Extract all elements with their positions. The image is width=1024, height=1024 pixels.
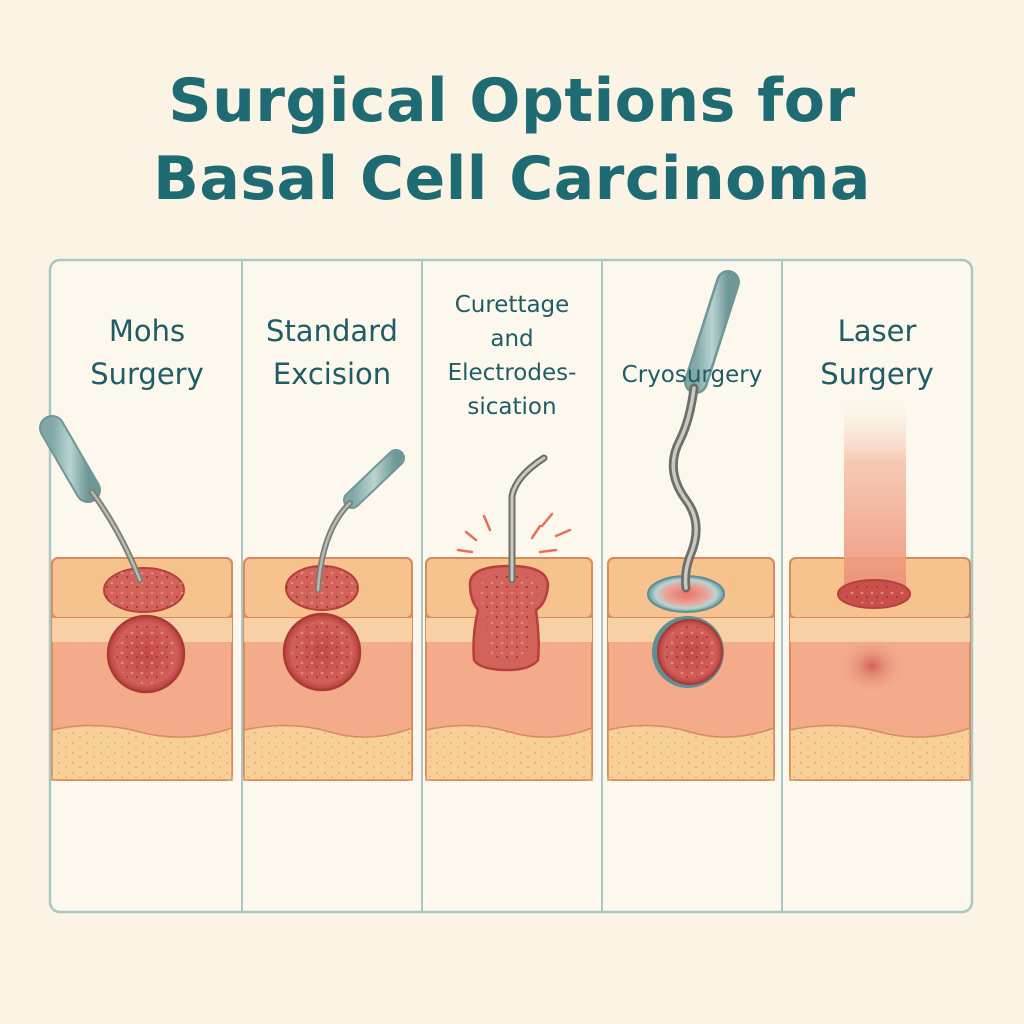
- electrode-icon: [508, 454, 548, 584]
- scalpel-icon: [315, 449, 405, 593]
- label-curettage: Curettage and Electrodes- sication: [447, 292, 577, 420]
- panel-laser: [789, 392, 971, 781]
- page-title: Surgical Options for Basal Cell Carcinom…: [0, 62, 1024, 218]
- panel-mohs: [39, 415, 233, 781]
- label-cryosurgery: Cryosurgery: [621, 362, 763, 388]
- treated-zone: [838, 638, 906, 694]
- label-standard-excision: Standard Excision: [266, 314, 398, 391]
- cryoprobe-icon: [668, 270, 740, 593]
- panel-standard-excision: [243, 449, 413, 781]
- panel-cryosurgery: [607, 270, 775, 781]
- label-mohs: Mohs Surgery: [90, 314, 204, 391]
- title-line-2: Basal Cell Carcinoma: [153, 144, 871, 214]
- label-laser: Laser Surgery: [820, 314, 934, 391]
- panel-curettage: [425, 454, 593, 781]
- title-line-1: Surgical Options for: [168, 66, 856, 136]
- spark-icon: [456, 512, 572, 554]
- laser-beam-icon: [844, 392, 906, 594]
- scalpel-icon: [39, 415, 143, 583]
